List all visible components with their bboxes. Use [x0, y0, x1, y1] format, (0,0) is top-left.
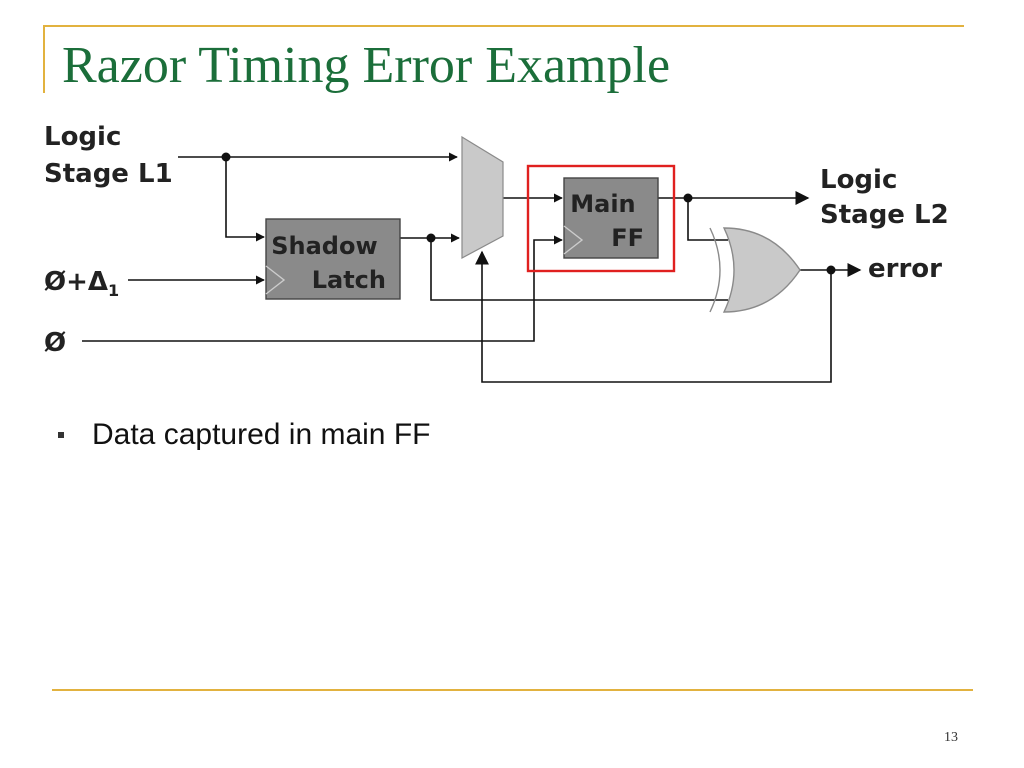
clock-triangle-icon	[265, 265, 286, 295]
shadow-latch-block: Shadow Latch	[265, 218, 401, 300]
label-clock-delayed-sub: 1	[108, 281, 119, 300]
multiplexer	[461, 135, 504, 260]
slide-title: Razor Timing Error Example	[62, 37, 671, 94]
label-l1-line2: Stage L1	[44, 159, 173, 189]
footer-line	[52, 689, 973, 691]
main-ff-highlight-box	[526, 164, 676, 273]
shadow-latch-line2: Latch	[312, 266, 386, 294]
bullet-square-icon	[58, 432, 64, 438]
label-l2-line2: Stage L2	[820, 200, 949, 230]
label-clock-delayed: Ø+Δ1	[44, 267, 119, 300]
xor-gate	[709, 227, 801, 313]
main-ff-line2: FF	[611, 224, 644, 252]
junction-dot	[221, 152, 231, 162]
wire-clock-to-ff	[82, 235, 563, 342]
main-ff-line1: Main	[570, 190, 635, 218]
label-clock: Ø	[44, 328, 66, 358]
junction-dot	[683, 193, 693, 203]
label-error: error	[868, 254, 942, 284]
top-frame-line	[43, 25, 964, 27]
main-ff-label: Main FF	[570, 190, 644, 252]
label-l2-line1: Logic	[820, 165, 897, 195]
left-frame-line	[43, 25, 45, 93]
label-logic-stage-l1: Logic Stage L1	[44, 122, 173, 189]
wire-ff-to-xor	[687, 198, 728, 241]
wire-error-feedback	[475, 250, 832, 383]
main-ff-block: Main FF	[563, 177, 659, 259]
junction-dot	[826, 265, 836, 275]
label-clock-delayed-main: Ø+Δ	[44, 267, 108, 297]
clock-triangle-icon	[563, 225, 584, 255]
bullet-item: Data captured in main FF	[58, 418, 430, 452]
shadow-latch-label: Shadow Latch	[271, 232, 386, 294]
bullet-text: Data captured in main FF	[92, 418, 431, 451]
wire-shadow-to-xor	[430, 238, 728, 301]
junction-dot	[426, 233, 436, 243]
shadow-latch-line1: Shadow	[271, 232, 377, 260]
label-logic-stage-l2: Logic Stage L2	[820, 165, 949, 230]
page-number: 13	[944, 730, 958, 745]
label-l1-line1: Logic	[44, 122, 121, 152]
wire-l1-to-shadow-latch	[225, 157, 265, 242]
